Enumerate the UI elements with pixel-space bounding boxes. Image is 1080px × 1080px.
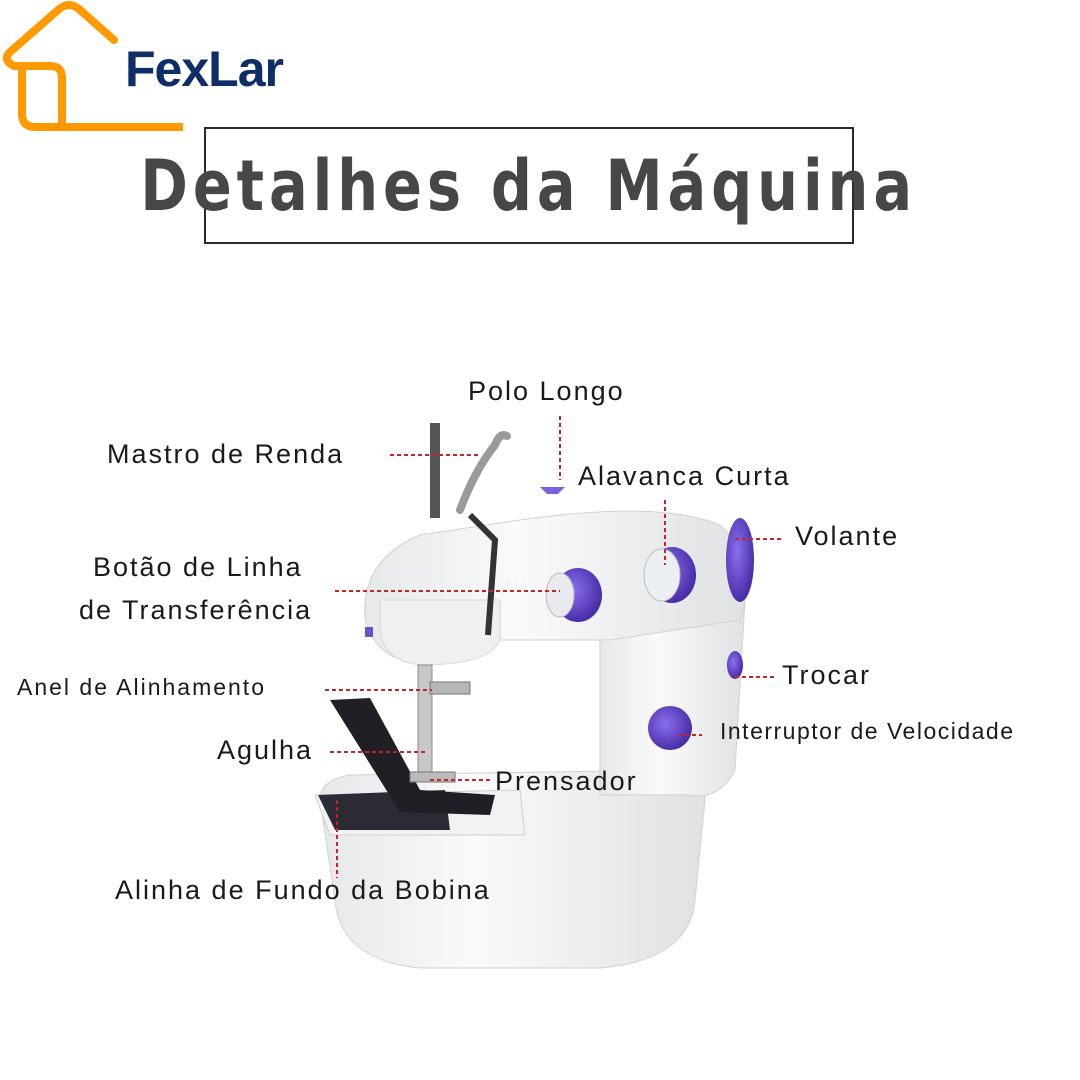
label-alinha-de-fundo-da-bobina: Alinha de Fundo da Bobina bbox=[115, 875, 491, 905]
label-interruptor-de-velocidade: Interruptor de Velocidade bbox=[720, 718, 1015, 744]
page-title: Detalhes da Máquina bbox=[140, 144, 918, 227]
label-polo-longo: Polo Longo bbox=[468, 376, 625, 406]
label-trocar: Trocar bbox=[782, 660, 872, 690]
brand-logo-text: FexLar bbox=[125, 41, 284, 97]
label-agulha: Agulha bbox=[217, 735, 314, 765]
label-alavanca-curta: Alavanca Curta bbox=[578, 461, 791, 491]
label-mastro-de-renda: Mastro de Renda bbox=[107, 439, 345, 469]
label-botao-linha-line2: de Transferência bbox=[79, 595, 313, 625]
label-volante: Volante bbox=[795, 521, 900, 551]
label-anel-de-alinhamento: Anel de Alinhamento bbox=[17, 674, 266, 700]
label-prensador: Prensador bbox=[495, 766, 638, 796]
leader-lines bbox=[325, 416, 782, 878]
title-box: Detalhes da Máquina bbox=[141, 127, 912, 244]
label-botao-linha-line1: Botão de Linha bbox=[93, 552, 303, 582]
